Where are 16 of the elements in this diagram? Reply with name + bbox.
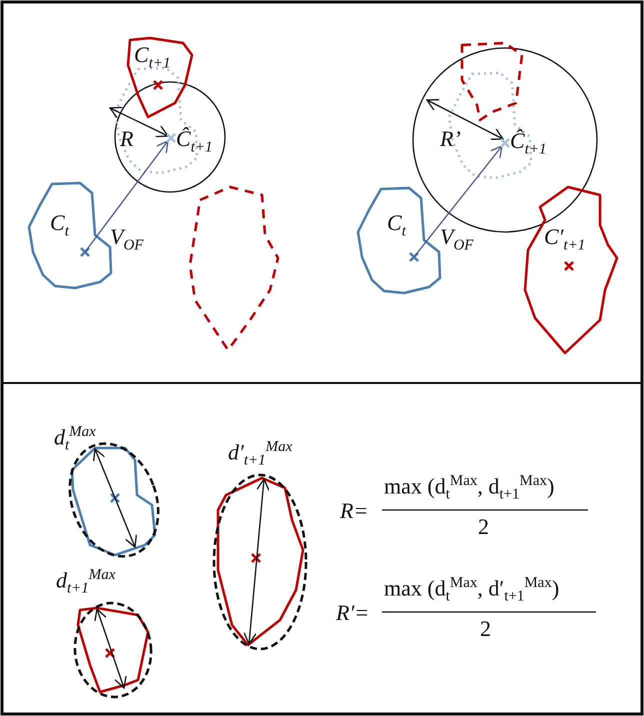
radius-label: R	[120, 128, 134, 150]
formula-text: 2	[480, 618, 491, 640]
vector-label: V$_{OF}$	[440, 226, 474, 254]
formula-text: R=	[340, 500, 368, 522]
cell-label: C$_{t}$	[50, 212, 69, 240]
radius-label: R’	[440, 128, 461, 150]
cell-label: Ĉ$_{t+1}$	[176, 128, 212, 156]
vector-label: V$_{OF}$	[110, 226, 144, 254]
formula-text: max (d$_{t}$$^{Max}$, d′$_{t+1}$$^{Max}$)	[384, 576, 560, 605]
formula-text: max (d$_{t}$$^{Max}$, d$_{t+1}$$^{Max}$)	[384, 474, 554, 503]
formula-text: 2	[478, 516, 489, 538]
cell-label: C$_{t}$	[387, 212, 406, 240]
cell-label: C′$_{t+1}$	[544, 226, 586, 254]
cell-label: Ĉ$_{t+1}$	[510, 130, 546, 158]
formula-text: R′=	[336, 602, 370, 624]
cell-label: C$_{t+1}$	[134, 44, 170, 72]
